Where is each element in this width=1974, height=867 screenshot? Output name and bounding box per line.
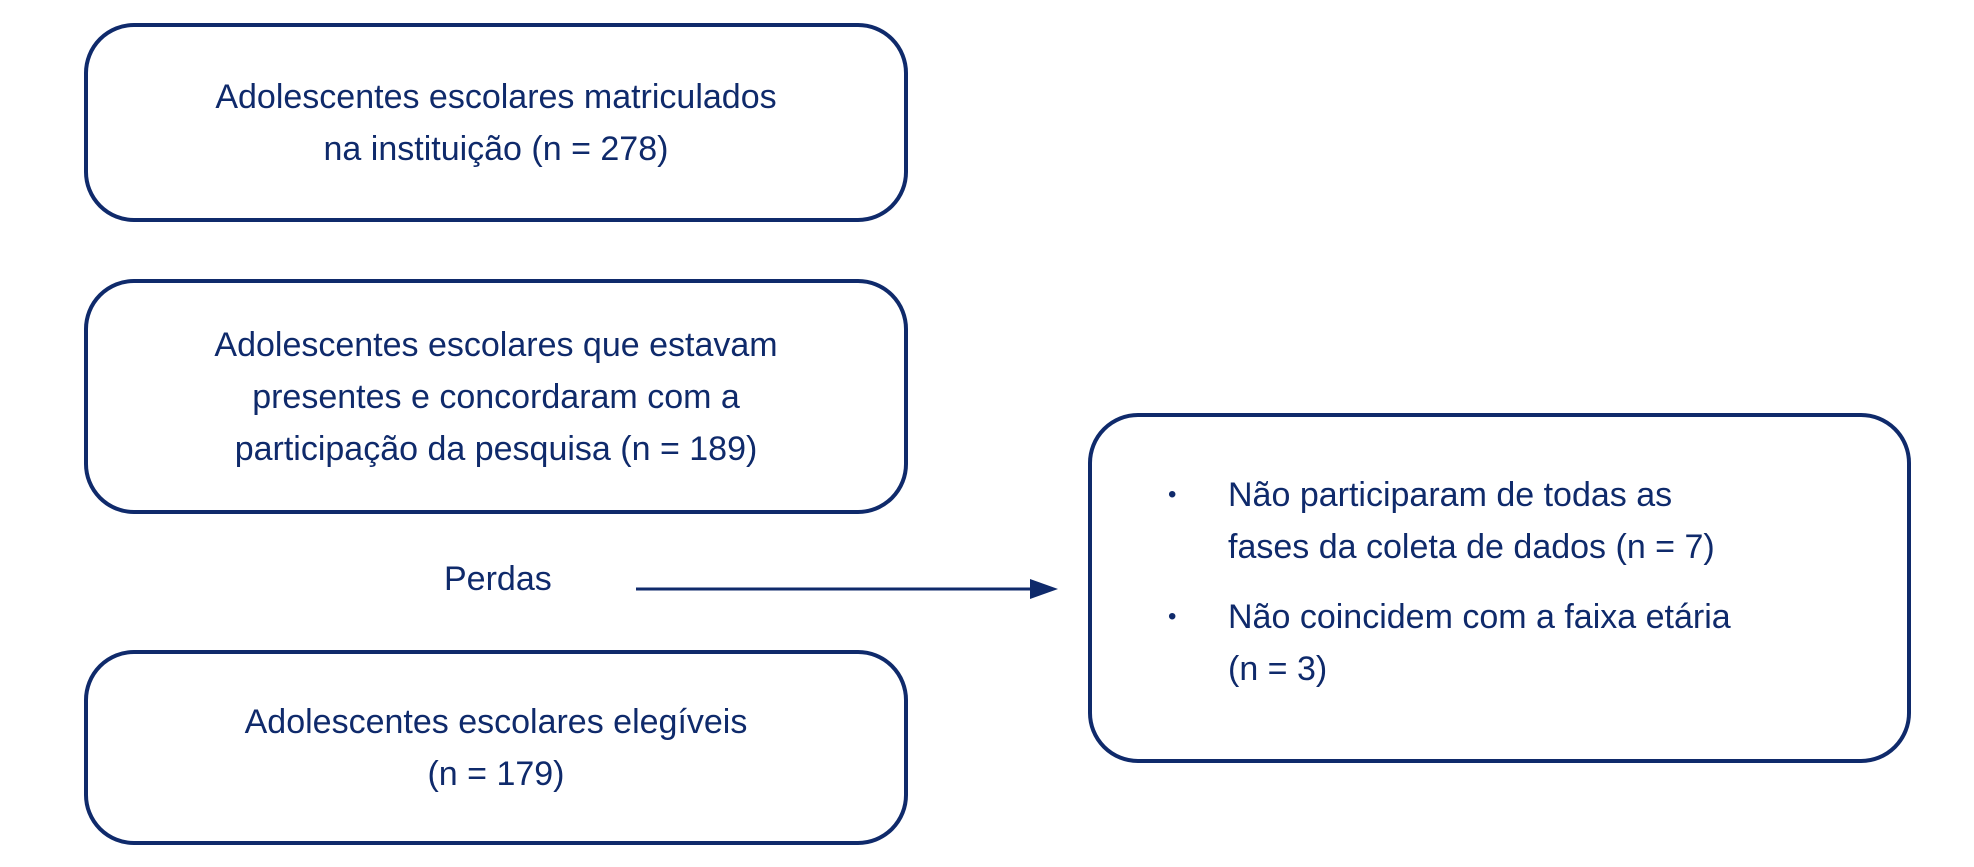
present-box: Adolescentes escolares que estavam presen… bbox=[84, 279, 908, 514]
eligible-box: Adolescentes escolares elegíveis (n = 179… bbox=[84, 650, 908, 845]
losses-box: Não participaram de todas as fases da col… bbox=[1088, 413, 1911, 763]
item-text: (n = 3) bbox=[1228, 650, 1328, 688]
box-text: Adolescentes escolares elegíveis bbox=[244, 702, 748, 741]
item-text: Não participaram de todas as bbox=[1228, 476, 1673, 514]
item-text: Não coincidem com a faixa etária bbox=[1228, 598, 1731, 636]
box-text: Adolescentes escolares matriculados bbox=[215, 77, 777, 116]
box-text: Adolescentes escolares que estavam bbox=[214, 325, 778, 364]
box-text: participação da pesquisa (n = 189) bbox=[234, 429, 758, 468]
list-item: Não coincidem com a faixa etária (n = 3) bbox=[1168, 591, 1848, 695]
losses-list: Não participaram de todas as fases da col… bbox=[1092, 463, 1848, 713]
box-text: (n = 179) bbox=[427, 754, 565, 793]
losses-label: Perdas bbox=[444, 560, 552, 598]
arrow-icon bbox=[636, 579, 1058, 599]
item-text: fases da coleta de dados (n = 7) bbox=[1228, 528, 1715, 566]
box-text: presentes e concordaram com a bbox=[252, 377, 740, 416]
box-text: na instituição (n = 278) bbox=[323, 129, 669, 168]
enrolled-box: Adolescentes escolares matriculados na in… bbox=[84, 23, 908, 222]
list-item: Não participaram de todas as fases da col… bbox=[1168, 469, 1848, 573]
